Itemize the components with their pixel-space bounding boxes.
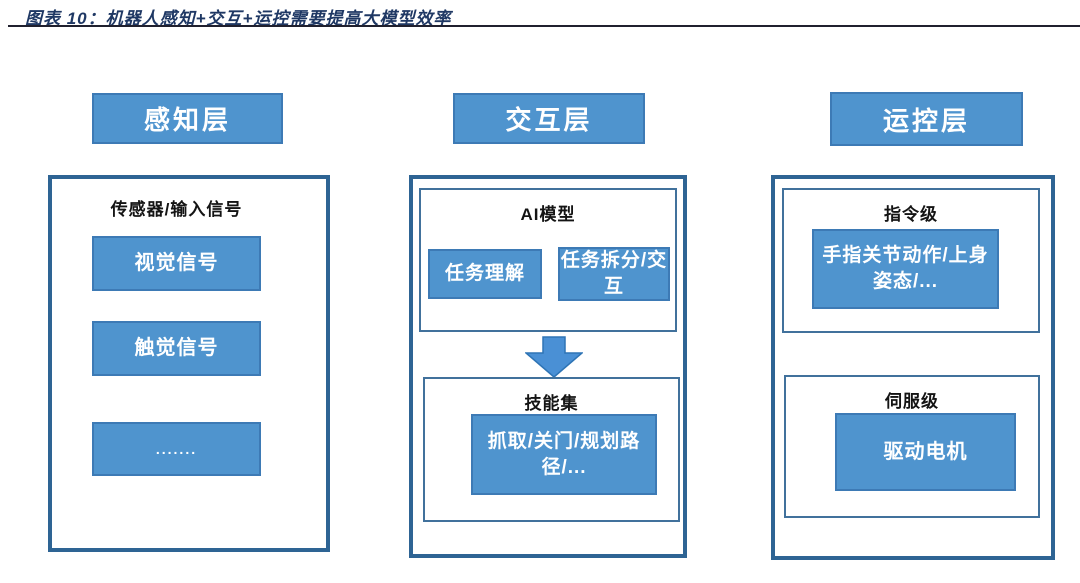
command-level-box: 指令级 手指关节动作/上身姿态/... [782,188,1040,333]
skill-set-title: 技能集 [524,394,579,413]
motion-control-column-box: 指令级 手指关节动作/上身姿态/... 伺服级 驱动电机 [771,175,1055,560]
header-motion-control-layer: 运控层 [830,92,1023,146]
ai-model-title: AI模型 [520,205,576,224]
skills-list-box: 抓取/关门/规划路径/... [471,414,657,495]
finger-joint-motion-box: 手指关节动作/上身姿态/... [812,229,999,309]
drive-motor-box: 驱动电机 [835,413,1016,491]
header-perception-layer: 感知层 [92,93,283,144]
interaction-column-box: AI模型 任务理解 任务拆分/交互 技能集 抓取/关门/规划路径/... [409,175,687,558]
ai-model-box: AI模型 任务理解 任务拆分/交互 [419,188,677,332]
caption-divider [8,25,1080,27]
figure-caption: 图表 10：机器人感知+交互+运控需要提高大模型效率 [25,9,452,28]
perception-section-title: 传感器/输入信号 [110,200,243,219]
tactile-signal-box: 触觉信号 [92,321,261,376]
task-split-interaction-box: 任务拆分/交互 [558,247,670,301]
perception-column-box: 传感器/输入信号 视觉信号 触觉信号 ....... [48,175,330,552]
header-interaction-layer: 交互层 [453,93,645,144]
servo-level-box: 伺服级 驱动电机 [784,375,1040,518]
skill-set-box: 技能集 抓取/关门/规划路径/... [423,377,680,522]
command-level-title: 指令级 [884,205,938,224]
task-understanding-box: 任务理解 [428,249,542,299]
visual-signal-box: 视觉信号 [92,236,261,291]
servo-level-title: 伺服级 [885,392,939,411]
down-arrow-icon [523,336,585,378]
ellipsis-box: ....... [92,422,261,476]
